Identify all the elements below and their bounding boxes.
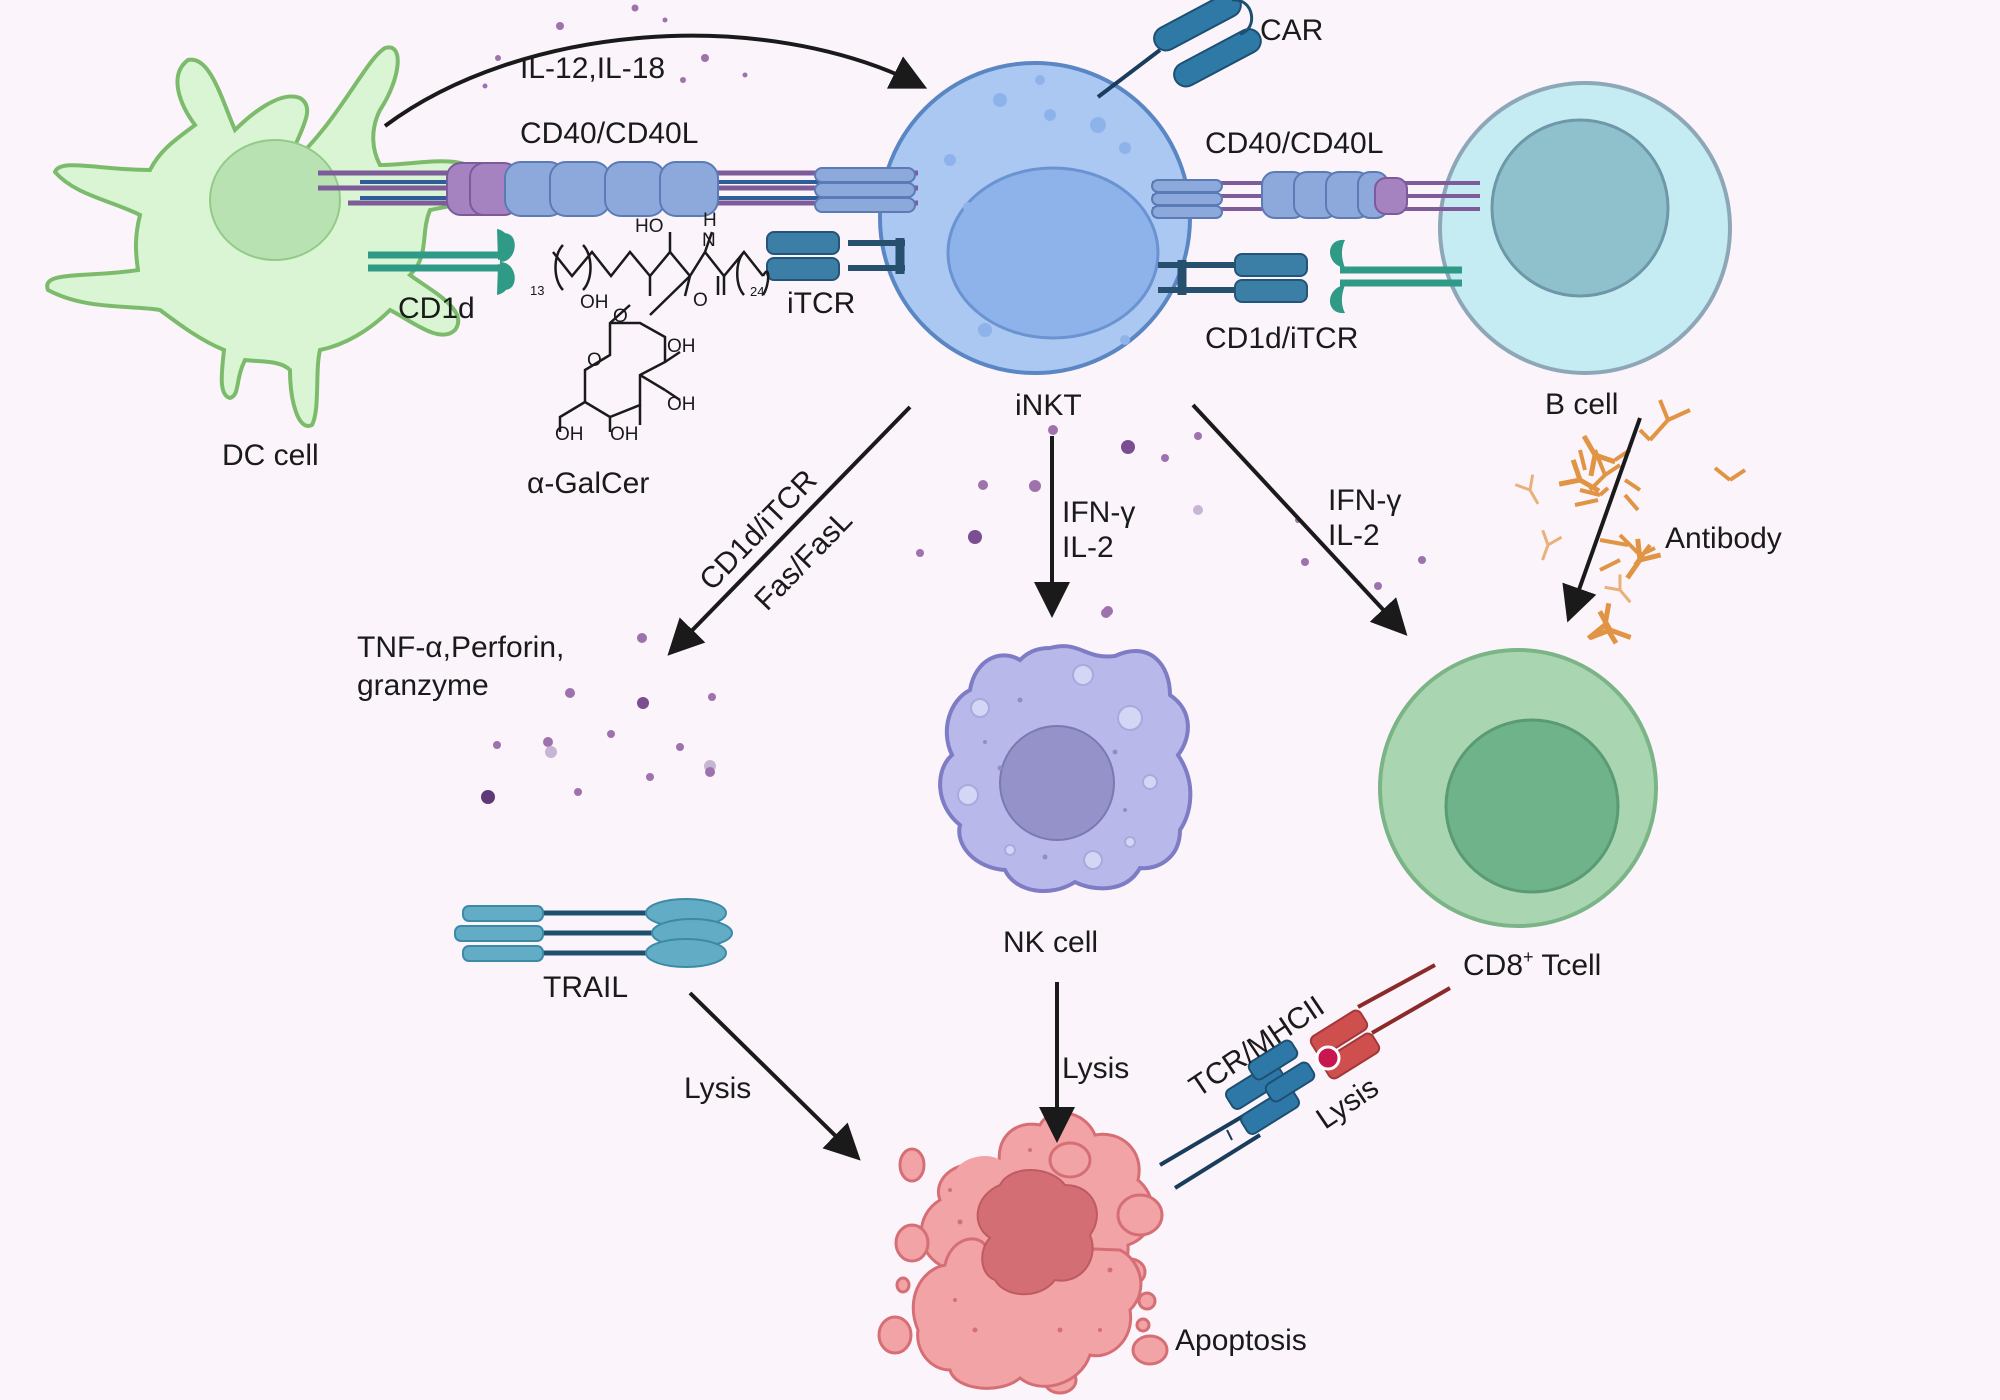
label-car: CAR (1260, 14, 1323, 47)
label-lysis-right: Lysis (1310, 1071, 1384, 1136)
label-lysis-left: Lysis (684, 1072, 751, 1105)
chem-h-label: H (703, 210, 717, 231)
label-cd1d: CD1d (398, 292, 475, 325)
label-tnf-line2: granzyme (357, 669, 489, 702)
chem-n-label: N (702, 230, 716, 251)
chem-o-ketone-label: O (693, 290, 708, 311)
label-ifn-right: IFN-γ (1328, 484, 1401, 517)
label-nk-cell: NK cell (1003, 926, 1098, 959)
arrow-trail-to-apoptosis (688, 991, 861, 1161)
cd1d-itcr-complex-right (1158, 239, 1462, 314)
itcr-receptor-left (766, 231, 905, 281)
label-cd40-right: CD40/CD40L (1205, 127, 1383, 160)
label-ifn-center: IFN-γ (1062, 496, 1135, 529)
nk-cell (938, 644, 1193, 894)
label-cd8-main: CD8 (1463, 949, 1523, 982)
car-receptor (1096, 0, 1262, 99)
dc-cell (45, 45, 488, 428)
arrows (383, 33, 1642, 1161)
cd40-cd40l-left (318, 161, 918, 217)
label-cd8-t-cell: CD8+ Tcell (1463, 947, 1601, 982)
inkt-cell (878, 61, 1192, 375)
chem-oh-b1-label: OH (555, 424, 584, 445)
label-cd40-left: CD40/CD40L (520, 117, 698, 150)
alpha-galcer-labels: HO N H OH O O 13 24 OH OH OH OH O (530, 210, 764, 445)
chem-o-link-label: O (613, 306, 628, 327)
chem-oh-r1-label: OH (667, 336, 696, 357)
alpha-galcer-structure (552, 231, 770, 432)
label-il2-center: IL-2 (1062, 531, 1114, 564)
tcr-mhcii-complex (1158, 963, 1451, 1190)
arrow-inkt-to-tnf (667, 405, 912, 656)
chem-oh-chain-label: OH (580, 292, 609, 313)
label-itcr: iTCR (787, 287, 855, 320)
arrow-bcell-to-cd8 (1562, 417, 1642, 623)
label-alpha-galcer: α-GalCer (527, 467, 649, 500)
antibody-icons (1514, 434, 1662, 645)
label-b-cell: B cell (1545, 388, 1618, 421)
chem-o-ring-label: O (587, 350, 602, 371)
label-cd8-sup: + (1523, 947, 1534, 967)
cd1d-receptor (368, 229, 515, 295)
label-cd1d-itcr-right: CD1d/iTCR (1205, 322, 1358, 355)
label-cd8-tail: Tcell (1534, 949, 1602, 982)
label-trail: TRAIL (543, 971, 628, 1004)
label-tnf-line1: TNF-α,Perforin, (357, 631, 564, 664)
arrow-inkt-to-cd8 (1191, 403, 1408, 636)
cd40-cd40l-right (1151, 171, 1480, 219)
label-inkt: iNKT (1015, 389, 1082, 422)
trail-receptor (454, 898, 733, 968)
label-lysis-center: Lysis (1062, 1052, 1129, 1085)
b-cell (1438, 81, 1732, 375)
cd8-t-cell (1378, 648, 1658, 928)
arrow-dc-to-inkt (383, 33, 928, 128)
label-il12-il18: IL-12,IL-18 (520, 52, 665, 85)
label-dc-cell: DC cell (222, 439, 319, 472)
apoptotic-tumor-cell (877, 1111, 1169, 1395)
chem-sub24-label: 24 (750, 284, 764, 299)
chem-oh-b2-label: OH (610, 424, 639, 445)
chem-ho-label: HO (635, 216, 664, 237)
cytokine-dots (481, 4, 1426, 804)
label-il2-right: IL-2 (1328, 519, 1380, 552)
label-antibody: Antibody (1665, 522, 1782, 555)
chem-sub13-label: 13 (530, 283, 544, 298)
chem-oh-r2-label: OH (667, 394, 696, 415)
label-apoptosis: Apoptosis (1175, 1324, 1307, 1357)
